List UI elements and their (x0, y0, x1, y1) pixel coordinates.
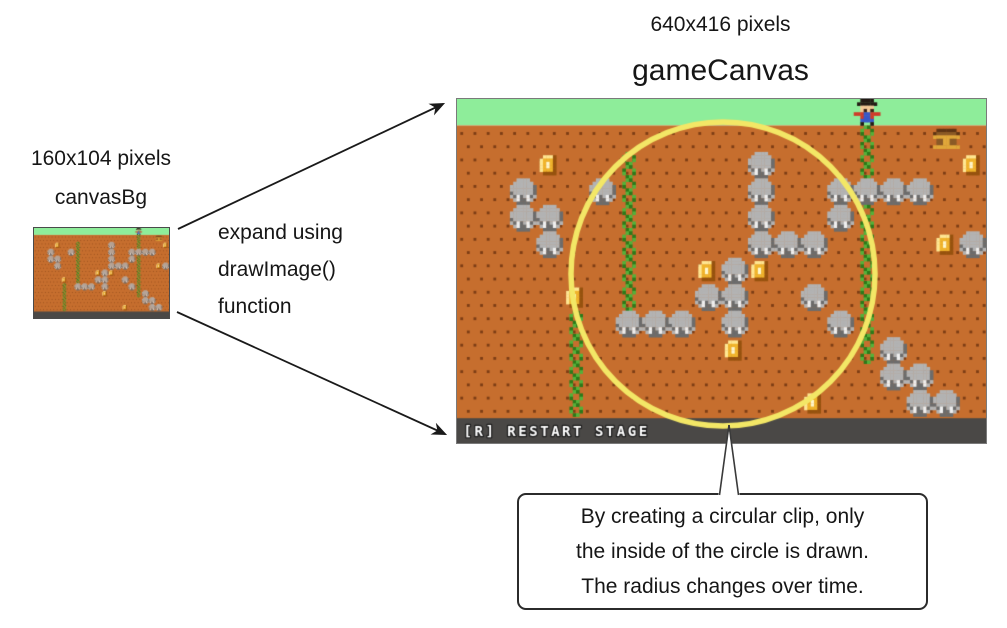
transform-description: expand using drawImage() function (218, 214, 343, 325)
transform-line-2: drawImage() (218, 258, 336, 281)
callout-bubble: By creating a circular clip, only the in… (517, 493, 928, 610)
arrow-expand-top (177, 103, 446, 230)
canvasbg-preview-image (33, 227, 170, 319)
transform-line-1: expand using (218, 221, 343, 244)
game-canvas-size-label: 640x416 pixels (650, 13, 791, 36)
small-canvas-name-label: canvasBg (54, 186, 148, 209)
transform-line-3: function (218, 295, 292, 318)
callout-line-2: the inside of the circle is drawn. (576, 540, 869, 563)
game-canvas-title: gameCanvas (632, 54, 809, 87)
callout-line-3: The radius changes over time. (581, 575, 864, 598)
arrow-expand-bottom (176, 311, 448, 435)
small-canvas-size-label: 160x104 pixels (30, 147, 172, 170)
callout-line-1: By creating a circular clip, only (580, 505, 865, 528)
game-canvas-image (456, 98, 987, 444)
